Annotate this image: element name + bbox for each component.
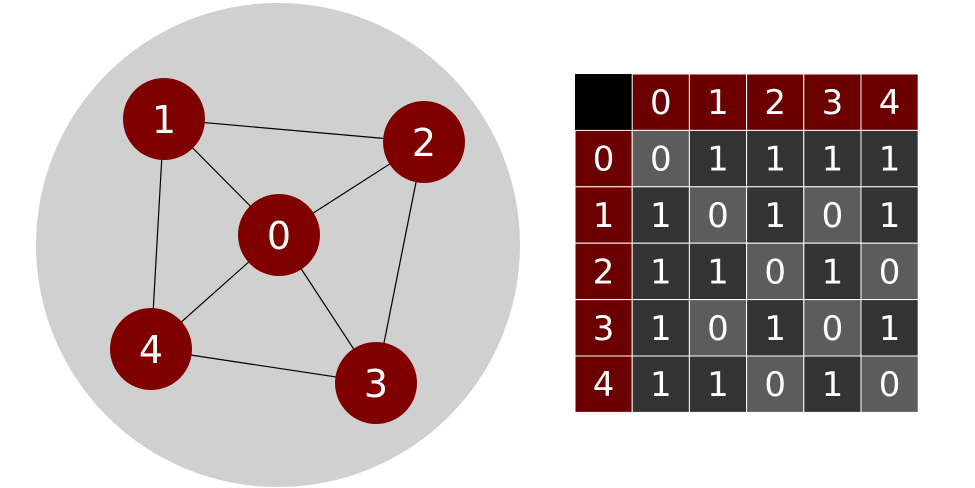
matrix-cell-value: 1 xyxy=(764,140,786,180)
matrix-cell-value: 1 xyxy=(764,196,786,236)
matrix-cell-value: 0 xyxy=(707,196,729,236)
matrix-cell-value: 0 xyxy=(822,309,844,349)
matrix-cell-value: 1 xyxy=(650,196,672,236)
row-header-cell xyxy=(574,299,633,357)
node-label: 0 xyxy=(267,214,291,258)
row-header-label: 3 xyxy=(593,309,615,349)
matrix-cell xyxy=(688,299,748,357)
matrix-cell-value: 1 xyxy=(879,140,901,180)
column-header-label: 3 xyxy=(822,83,844,123)
matrix-cell xyxy=(688,129,748,188)
row-header-label: 0 xyxy=(593,140,615,180)
matrix-cell-value: 0 xyxy=(707,309,729,349)
node-circle xyxy=(110,308,192,390)
matrix-cell xyxy=(803,299,862,357)
matrix-cell-value: 1 xyxy=(822,365,844,405)
matrix-cell xyxy=(746,355,805,413)
matrix-cell xyxy=(631,355,690,413)
node-circle xyxy=(335,342,417,424)
row-header-cell xyxy=(574,355,633,413)
node-circle xyxy=(123,78,205,160)
matrix-cell xyxy=(860,129,919,188)
matrix-cell xyxy=(803,355,862,413)
matrix-cell-value: 1 xyxy=(707,365,729,405)
column-header-cell xyxy=(860,73,919,131)
matrix-cell xyxy=(631,186,690,244)
matrix-cell-value: 1 xyxy=(822,252,844,292)
row-header-cell xyxy=(574,129,633,188)
node-label: 1 xyxy=(152,98,176,142)
matrix-cell xyxy=(631,129,690,188)
column-header-label: 0 xyxy=(650,83,672,123)
matrix-cell xyxy=(803,242,862,301)
column-header-label: 2 xyxy=(764,83,786,123)
node-3: 3 xyxy=(335,342,417,424)
matrix-cell-value: 1 xyxy=(822,140,844,180)
node-label: 4 xyxy=(139,328,163,372)
matrix-cell-value: 0 xyxy=(879,365,901,405)
node-1: 1 xyxy=(123,78,205,160)
node-2: 2 xyxy=(383,101,465,183)
matrix-cell xyxy=(746,186,805,244)
edge-1-2 xyxy=(163,118,425,143)
matrix-cell-value: 0 xyxy=(764,252,786,292)
matrix-cell-value: 0 xyxy=(650,140,672,180)
matrix-cell-value: 1 xyxy=(650,252,672,292)
column-header-label: 1 xyxy=(707,83,729,123)
node-label: 3 xyxy=(364,362,388,406)
matrix-cell-value: 1 xyxy=(707,140,729,180)
matrix-cell-value: 0 xyxy=(879,252,901,292)
row-header-label: 4 xyxy=(593,365,615,405)
matrix-cell-value: 1 xyxy=(650,309,672,349)
matrix-cell-value: 0 xyxy=(822,196,844,236)
matrix-cell xyxy=(860,355,919,413)
matrix-cell-value: 0 xyxy=(764,365,786,405)
node-0: 0 xyxy=(238,194,320,276)
node-4: 4 xyxy=(110,308,192,390)
node-label: 2 xyxy=(412,121,436,165)
matrix-cell-value: 1 xyxy=(707,252,729,292)
matrix-cell xyxy=(746,129,805,188)
matrix-cell xyxy=(746,299,805,357)
matrix-cell-value: 1 xyxy=(879,309,901,349)
graph-nodes: 0 1 2 3 4 xyxy=(110,78,465,424)
row-header-label: 1 xyxy=(593,196,615,236)
column-header-label: 4 xyxy=(879,83,901,123)
matrix-cell-value: 1 xyxy=(650,365,672,405)
row-header-label: 2 xyxy=(593,252,615,292)
node-circle xyxy=(383,101,465,183)
matrix-cell-value: 1 xyxy=(879,196,901,236)
matrix-corner xyxy=(575,74,633,131)
matrix-cell-value: 1 xyxy=(764,309,786,349)
matrix-cell xyxy=(803,129,862,188)
matrix-cell xyxy=(860,186,919,244)
node-circle xyxy=(238,194,320,276)
